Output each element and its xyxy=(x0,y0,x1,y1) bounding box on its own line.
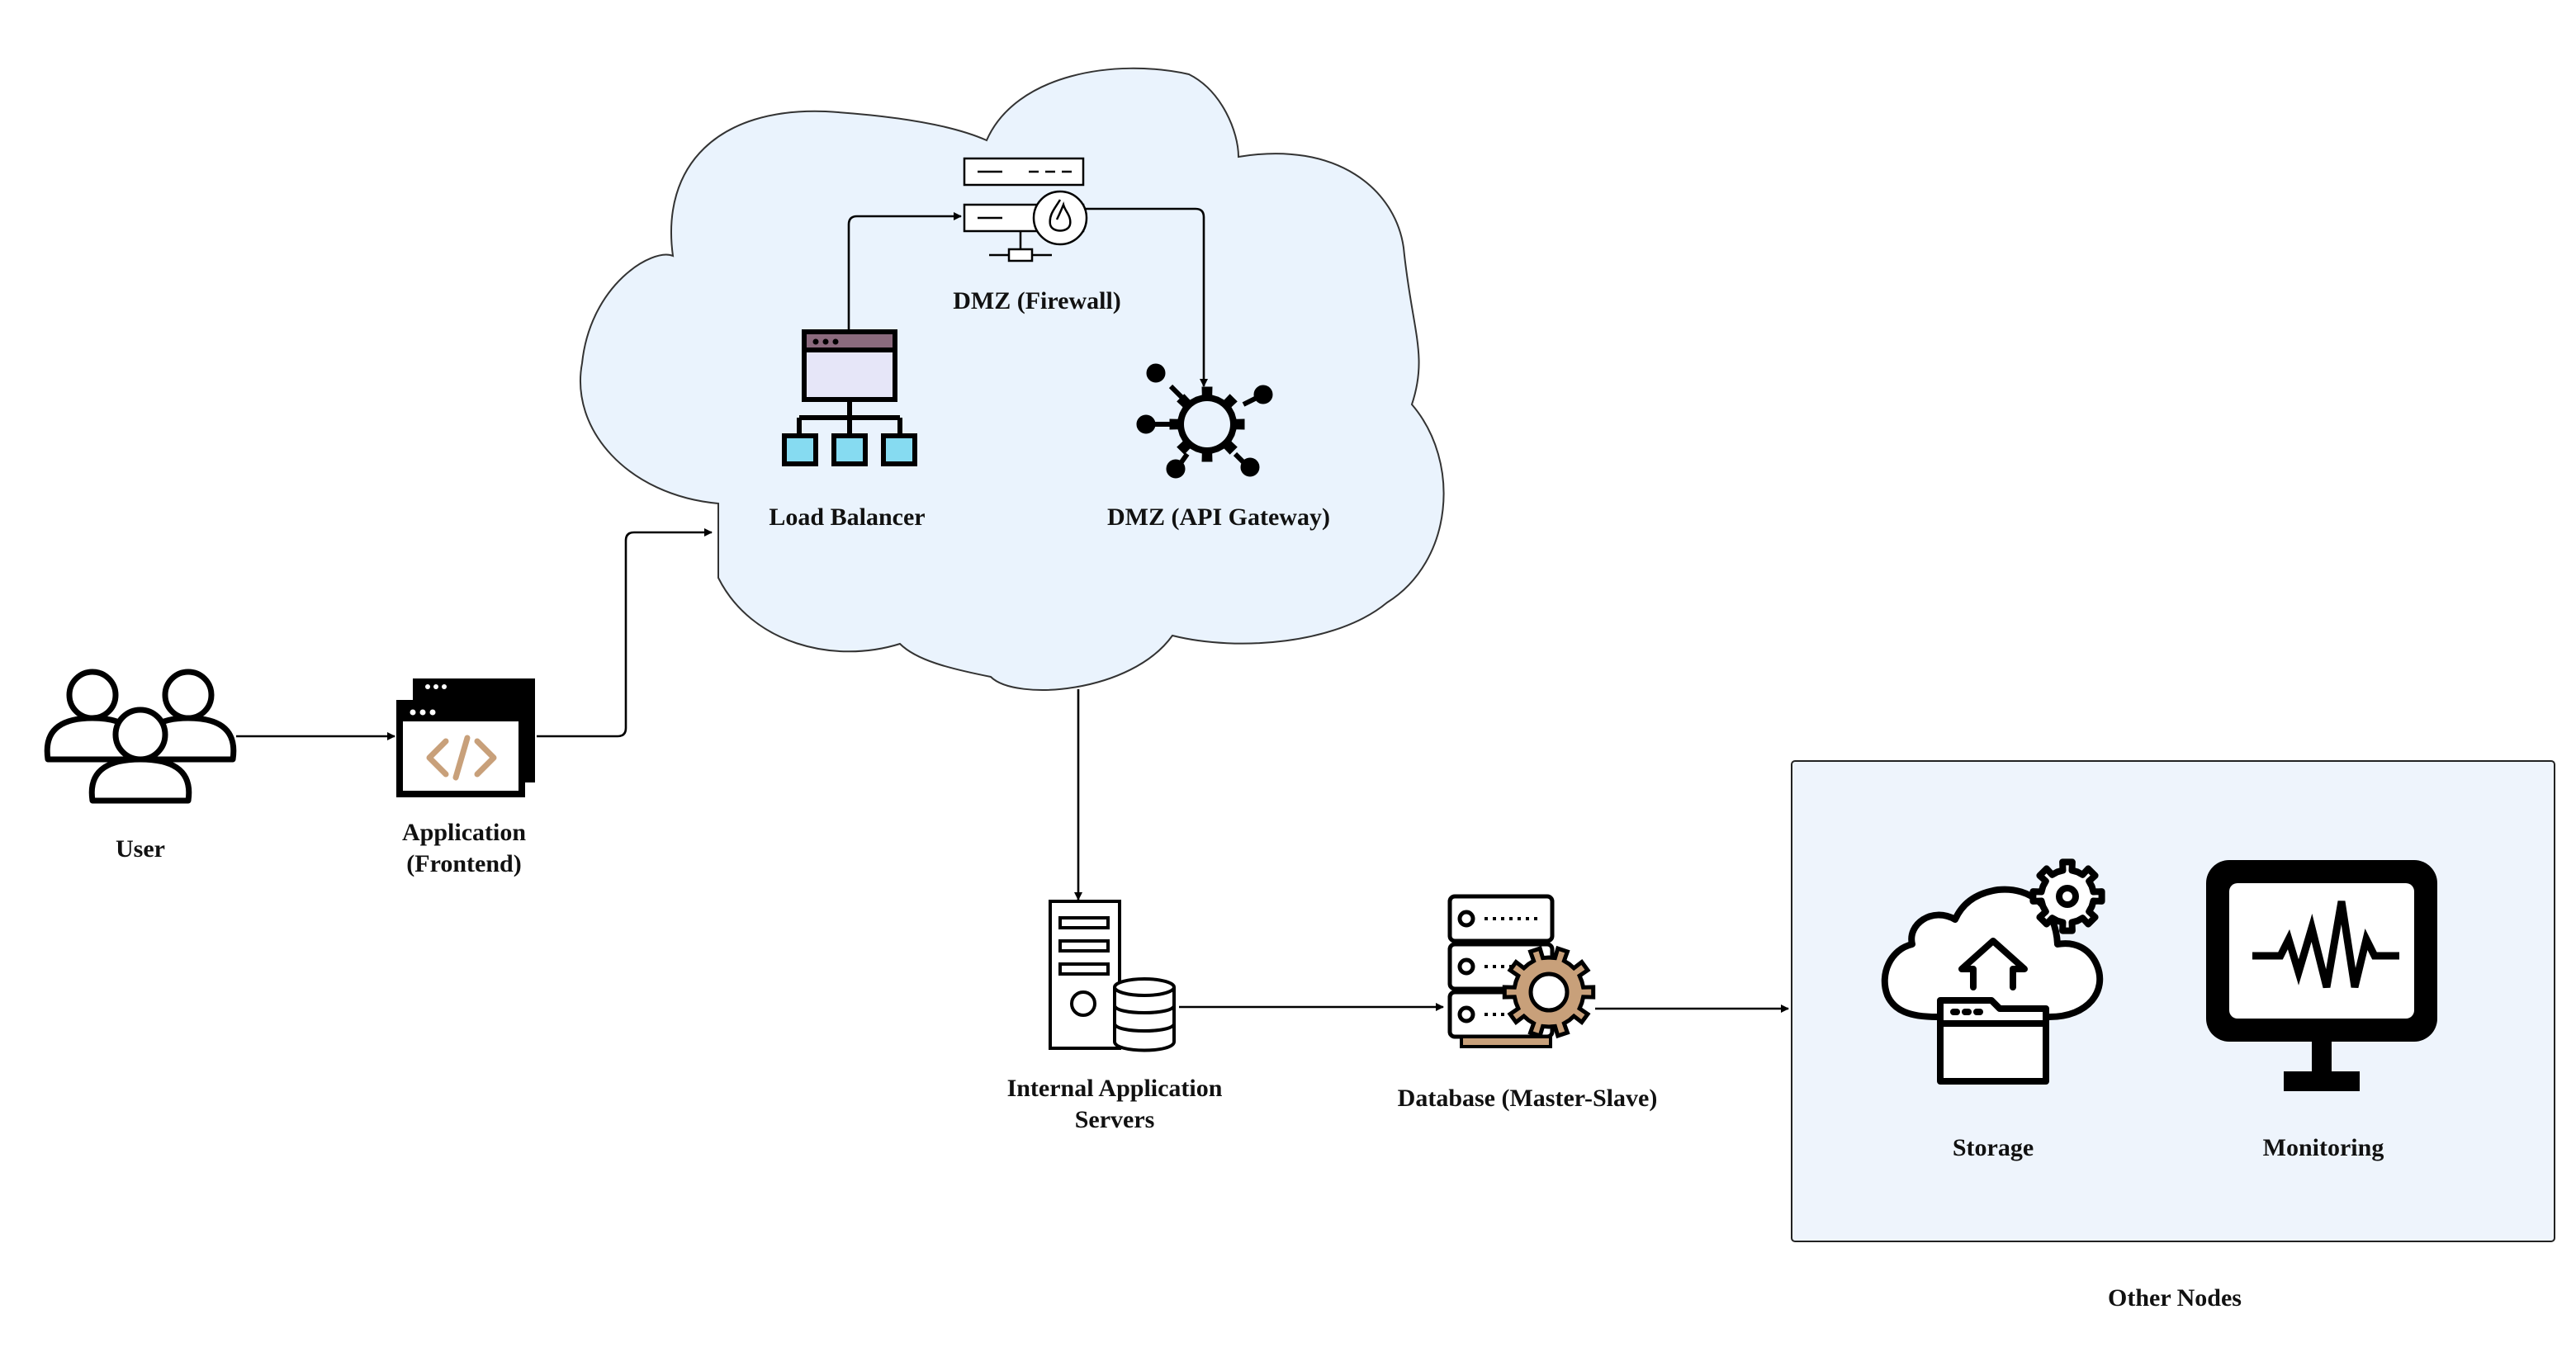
other-nodes-label: Other Nodes xyxy=(2108,1284,2242,1312)
firewall-label: DMZ (Firewall) xyxy=(953,287,1121,314)
app-servers-label-line1: Internal Application xyxy=(1007,1075,1223,1102)
cloud-boundary xyxy=(580,67,1445,691)
app-servers-label-line2: Servers xyxy=(1075,1106,1155,1133)
load-balancer-icon xyxy=(782,329,917,466)
monitoring-label: Monitoring xyxy=(2263,1134,2384,1161)
user-label: User xyxy=(116,835,165,863)
frontend-label-line2: (Frontend) xyxy=(406,850,521,877)
database-server-icon xyxy=(1447,894,1596,1048)
frontend-label-line1: Application xyxy=(402,819,526,846)
edge-loadbalancer-firewall xyxy=(847,212,962,330)
api-gateway-icon xyxy=(1136,363,1273,479)
storage-label: Storage xyxy=(1953,1134,2034,1161)
edge-firewall-apigateway xyxy=(1083,207,1208,387)
edge-frontend-cloud xyxy=(537,528,713,738)
firewall-icon xyxy=(963,157,1088,262)
users-icon xyxy=(44,669,237,804)
cloud-storage-icon xyxy=(1881,858,2105,1085)
server-database-icon xyxy=(1049,900,1176,1052)
code-window-icon xyxy=(396,678,535,797)
load-balancer-label: Load Balancer xyxy=(769,503,925,531)
database-label: Database (Master-Slave) xyxy=(1398,1085,1658,1112)
api-gateway-label: DMZ (API Gateway) xyxy=(1107,503,1330,531)
monitoring-icon xyxy=(2206,860,2437,1091)
